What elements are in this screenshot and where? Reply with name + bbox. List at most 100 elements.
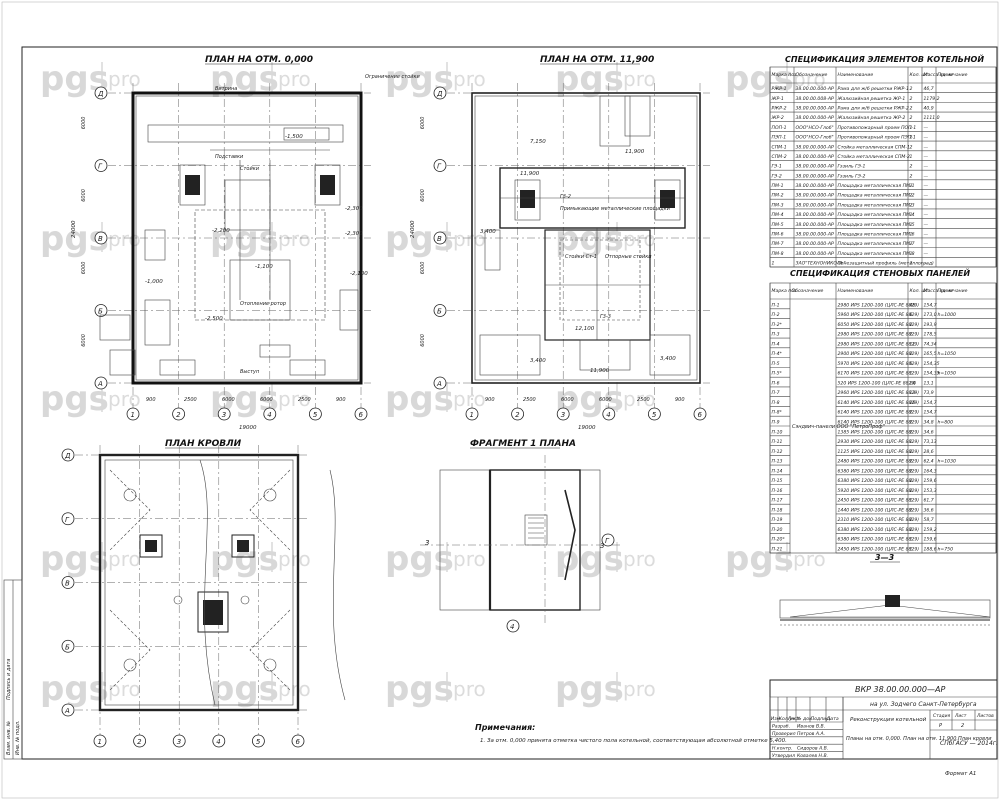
left-strip-text-1: Подпись и дата bbox=[6, 659, 12, 700]
spec1-cell: Огнезащитный профиль (металлоград) bbox=[838, 261, 935, 267]
axis-row-bubble bbox=[433, 159, 447, 172]
spec2-cell: 6140 ИРS 1200-100 (ЦЛС-РЕ 8829) bbox=[838, 420, 920, 426]
spec2-cell: 2 bbox=[910, 507, 913, 513]
axis-col-bubble bbox=[693, 407, 707, 421]
spec1-cell: 38.00.00.000-АР bbox=[796, 202, 834, 208]
spec2-cell: П-5* bbox=[772, 371, 783, 377]
axis-row-bubble bbox=[94, 231, 108, 245]
plan0-level-3: -1,100 bbox=[255, 264, 273, 270]
spec1-cell: ЖР-1 bbox=[771, 96, 784, 102]
dim-left: 6000 bbox=[81, 334, 87, 347]
spec1-cell: 38.00.00.000-АР bbox=[796, 251, 834, 257]
spec2-header: Марка поз. bbox=[772, 288, 798, 294]
spec1-cell: 38.00.00.000-АР bbox=[796, 173, 834, 179]
spec2-cell: 1 bbox=[910, 498, 913, 504]
axis-row-label: Г bbox=[65, 516, 70, 524]
dim-left: 6000 bbox=[81, 117, 87, 130]
watermark-suffix: pro bbox=[453, 67, 486, 91]
plan0-level-1: -2,300 bbox=[345, 206, 363, 212]
spec2-cell: 2930 ИРS 1200-100 (ЦЛС-РЕ 8829) bbox=[838, 439, 920, 445]
spec2-cell: П-11 bbox=[772, 439, 783, 445]
spec2-cell: 2 bbox=[910, 449, 913, 455]
spec2-cell: 2450 ИРS 1200-100 (ЦЛС-РЕ 8829) bbox=[838, 547, 920, 553]
axis-col-bubble bbox=[217, 407, 231, 421]
stamp-sheets-h: Листов bbox=[976, 713, 994, 719]
spec1-cell: Гэзиль ГЭ-1 bbox=[838, 164, 866, 170]
stamp-person-role: Утвердил bbox=[772, 753, 795, 759]
spec2-cell: П-21 bbox=[772, 547, 783, 553]
plan0-note-1: Ограничение стойки bbox=[365, 74, 421, 80]
axis-row-bubble bbox=[94, 86, 108, 100]
dim-bottom: 900 bbox=[146, 397, 156, 403]
spec1-cell: 1 bbox=[772, 261, 775, 267]
spec2-cell: 5970 ИРS 1200-100 (ЦЛС-РЕ 8829) bbox=[838, 361, 920, 367]
spec2-cell: 520 ИРS 1200-100 (ЦЛС-РЕ 8829) bbox=[838, 380, 917, 386]
spec-elements-table: СПЕЦИФИКАЦИЯ ЭЛЕМЕНТОВ КОТЕЛЬНОЙ Марка п… bbox=[769, 53, 997, 268]
spec2-header: Кол. шт. bbox=[910, 288, 930, 294]
left-binding-strip: Взам. инв. № Подпись и дата Инв. № подл. bbox=[3, 579, 23, 760]
axis-col-label: 1 bbox=[131, 411, 135, 419]
spec2-cell: 6380 ИРS 1200-100 (ЦЛС-РЕ 8829) bbox=[838, 468, 920, 474]
axis-col-label: 2 bbox=[137, 738, 142, 746]
spec2-cell: 73,13 bbox=[924, 439, 937, 445]
spec2-cell: 159,6 bbox=[924, 537, 937, 543]
spec2-cell: 1 bbox=[910, 371, 913, 377]
watermark-suffix: pro bbox=[623, 677, 656, 701]
spec2-cell: 6380 ИРS 1200-100 (ЦЛС-РЕ 8829) bbox=[838, 527, 920, 533]
spec1-cell: Жалюзийная решетка ЖР-2 bbox=[837, 115, 906, 121]
axis-row-bubble bbox=[94, 159, 108, 172]
plan11-level-3: 3,400 bbox=[480, 229, 496, 235]
spec2-cell: 58,7 bbox=[924, 517, 934, 523]
spec1-cell: ПОП-1 bbox=[772, 125, 787, 131]
spec1-cell: 38.00.00.000-АР bbox=[796, 212, 834, 218]
spec2-cell: 5960 ИРS 1200-100 (ЦЛС-РЕ 8829) bbox=[838, 312, 920, 318]
axis-col-bubble bbox=[602, 407, 616, 421]
spec2-cell: 6380 ИРS 1200-100 (ЦЛС-РЕ 8829) bbox=[838, 478, 920, 484]
plan0-note-5: Выступ bbox=[240, 369, 260, 375]
dim-bottom: 2500 bbox=[298, 397, 311, 403]
plan0-level-0: -1,500 bbox=[285, 134, 303, 140]
stamp-sheet-title: Планы на отм. 0,000. План на отм. 11,900… bbox=[846, 736, 992, 742]
axis-col-label: 3 bbox=[177, 738, 181, 746]
spec2-cell: 14 bbox=[910, 380, 916, 386]
axis-row-bubble bbox=[61, 448, 75, 462]
spec2-cell: П-19 bbox=[772, 517, 783, 523]
spec2-cell: 2 bbox=[910, 517, 913, 523]
plan11-level-0: 7,150 bbox=[530, 139, 546, 145]
spec2-cell: 2 bbox=[910, 429, 913, 435]
spec1-cell: СПМ-2 bbox=[772, 154, 787, 160]
spec1-cell: 38.00.00.000-АР bbox=[796, 183, 834, 189]
spec1-cell: Стойка металлическая СПМ-2 bbox=[838, 154, 911, 160]
stamp-stage: Р bbox=[939, 723, 942, 729]
stamp-role: Изм. bbox=[771, 716, 782, 722]
spec2-cell: 2980 ИРS 1200-100 (ЦЛС-РЕ 8829) bbox=[838, 341, 920, 347]
spec1-header: Обозначение bbox=[796, 72, 828, 78]
spec1-cell: 2 bbox=[910, 144, 913, 150]
stamp-role: Кол.уч bbox=[779, 716, 795, 722]
spec2-cell: П-14 bbox=[772, 468, 783, 474]
spec2-cell: П-2* bbox=[772, 322, 783, 328]
axis-row-bubble bbox=[433, 86, 447, 100]
axis-row-label: Б bbox=[98, 308, 103, 316]
dim-total: 19000 bbox=[239, 425, 257, 431]
spec2-cell: 2 bbox=[910, 488, 913, 494]
spec1-header: Наименование bbox=[838, 72, 874, 78]
spec2-cell: 178,5 bbox=[924, 332, 937, 338]
axis-row-bubble bbox=[61, 512, 75, 526]
spec2-cell: h=750 bbox=[938, 547, 954, 553]
axis-row-label: Д bbox=[64, 452, 71, 460]
spec1-cell: 38.00.00.000-АР bbox=[796, 154, 834, 160]
dim-bottom: 6000 bbox=[561, 397, 574, 403]
spec2-cell: 2 bbox=[910, 420, 913, 426]
spec2-title: СПЕЦИФИКАЦИЯ СТЕНОВЫХ ПАНЕЛЕЙ bbox=[790, 267, 970, 278]
stamp-address: на ул. Зодчего Санкт-Петербурга bbox=[870, 701, 977, 708]
spec1-cell: ПМ-2 bbox=[772, 193, 784, 199]
spec1-cell: — bbox=[924, 155, 929, 160]
notes-block: Примечания: 1. За отм. 0,000 принята отм… bbox=[475, 723, 787, 744]
spec2-cell: 2 bbox=[910, 351, 913, 357]
spec2-cell: 2960 ИРS 1200-100 (ЦЛС-РЕ 8829) bbox=[838, 390, 920, 396]
spec1-cell: 38.00.00.000-АР bbox=[796, 115, 834, 121]
spec2-cell: 73,9 bbox=[924, 390, 934, 396]
dim-bottom: 6000 bbox=[599, 397, 612, 403]
spec1-cell: 2 bbox=[910, 202, 913, 208]
